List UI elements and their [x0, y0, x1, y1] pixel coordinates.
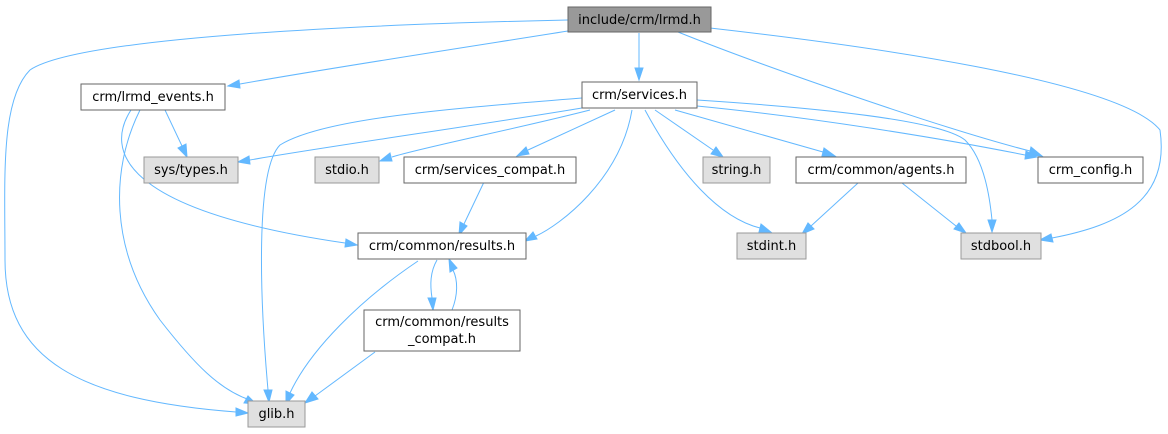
edge-services-to-stdbool — [696, 99, 997, 234]
node-label: crm/common/agents.h — [807, 163, 954, 178]
edge-services-to-services-compat — [515, 109, 616, 157]
node-stdbool-h[interactable]: stdbool.h — [960, 232, 1042, 260]
edge-agents-to-stdbool — [901, 182, 968, 234]
edge-lrmd-events-to-sys-types — [164, 109, 188, 159]
node-sys-types-h[interactable]: sys/types.h — [143, 156, 239, 184]
edge-services-to-stdint — [644, 109, 774, 234]
node-label: crm/services.h — [592, 88, 687, 103]
node-stdint-h[interactable]: stdint.h — [736, 232, 807, 260]
node-results-h[interactable]: crm/common/results.h — [357, 232, 527, 260]
node-services-h[interactable]: crm/services.h — [581, 81, 698, 109]
edge-results-to-results-compat — [427, 259, 438, 312]
node-label: string.h — [712, 163, 762, 178]
node-lrmd-events-h[interactable]: crm/lrmd_events.h — [80, 83, 226, 111]
edge-services-to-sys-types — [236, 107, 583, 165]
node-crm-config-h[interactable]: crm_config.h — [1037, 156, 1144, 184]
node-label: include/crm/lrmd.h — [578, 13, 701, 28]
node-results-compat-h[interactable]: crm/common/results _compat.h — [363, 309, 521, 352]
node-label-line-1: crm/common/results — [375, 315, 509, 330]
edge-agents-to-stdint — [800, 182, 859, 236]
edge-services-compat-to-results — [458, 181, 485, 237]
node-label: glib.h — [258, 407, 294, 422]
edge-services-to-crm-config — [696, 105, 1039, 160]
edge-services-to-results — [523, 109, 633, 242]
node-label: crm/common/results.h — [369, 239, 515, 254]
edge-services-to-agents — [674, 109, 837, 157]
node-label: stdint.h — [747, 239, 796, 254]
node-stdio-h[interactable]: stdio.h — [314, 156, 380, 184]
node-label: crm/services_compat.h — [415, 163, 566, 178]
node-string-h[interactable]: string.h — [702, 156, 771, 184]
edge-lrmd-to-glib — [4, 19, 569, 417]
node-glib-h[interactable]: glib.h — [247, 400, 306, 428]
node-label: crm/lrmd_events.h — [92, 90, 214, 105]
edge-lrmd-to-crm-config — [677, 31, 1044, 157]
edge-lrmd-events-to-glib — [119, 109, 258, 405]
edge-lrmd-to-services — [634, 33, 644, 82]
edge-lrmd-to-stdbool — [709, 27, 1162, 243]
edge-services-to-glib — [260, 97, 583, 404]
node-label: crm_config.h — [1049, 163, 1133, 178]
edge-services-to-string — [654, 109, 725, 158]
edge-results-compat-to-results — [448, 257, 458, 311]
node-label-line-2: _compat.h — [407, 332, 476, 347]
edge-results-compat-to-glib — [303, 351, 376, 404]
node-label: sys/types.h — [154, 163, 228, 178]
node-agents-h[interactable]: crm/common/agents.h — [795, 156, 967, 184]
node-label: stdio.h — [325, 163, 369, 178]
node-services-compat-h[interactable]: crm/services_compat.h — [403, 156, 577, 184]
edge-lrmd-to-lrmd-events — [226, 30, 569, 89]
node-lrmd-h[interactable]: include/crm/lrmd.h — [567, 6, 712, 33]
node-label: stdbool.h — [971, 239, 1031, 254]
edge-services-to-stdio — [378, 109, 591, 162]
